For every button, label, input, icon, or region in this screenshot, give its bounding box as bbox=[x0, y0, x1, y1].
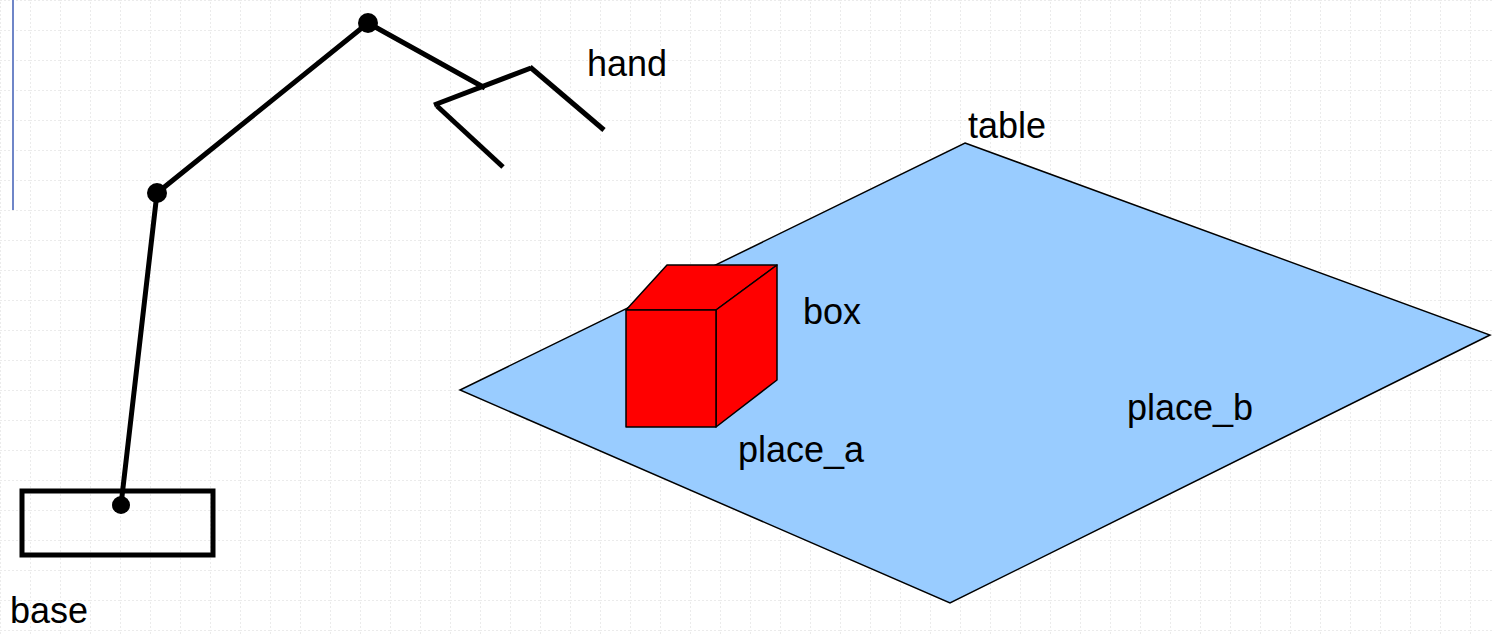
box-cube bbox=[626, 265, 777, 427]
table-surface bbox=[460, 143, 1490, 603]
part-label: place_a bbox=[738, 430, 864, 470]
part-label: base bbox=[10, 591, 88, 631]
joint-dot bbox=[147, 183, 167, 203]
robot-base bbox=[22, 491, 213, 555]
robot-gripper bbox=[434, 67, 604, 167]
part-label: place_b bbox=[1127, 388, 1253, 428]
box-side bbox=[716, 265, 777, 427]
robot-arm bbox=[121, 23, 485, 505]
part-label: table bbox=[968, 106, 1046, 146]
gripper-palm bbox=[434, 68, 531, 105]
part-label: box bbox=[803, 292, 861, 332]
part-label: hand bbox=[587, 44, 667, 84]
joint-dot bbox=[358, 13, 378, 33]
robot-joints bbox=[112, 13, 378, 514]
margin-line bbox=[12, 0, 14, 210]
joint-dot bbox=[112, 496, 130, 514]
box-front bbox=[626, 310, 716, 427]
gripper-finger bbox=[437, 106, 503, 167]
